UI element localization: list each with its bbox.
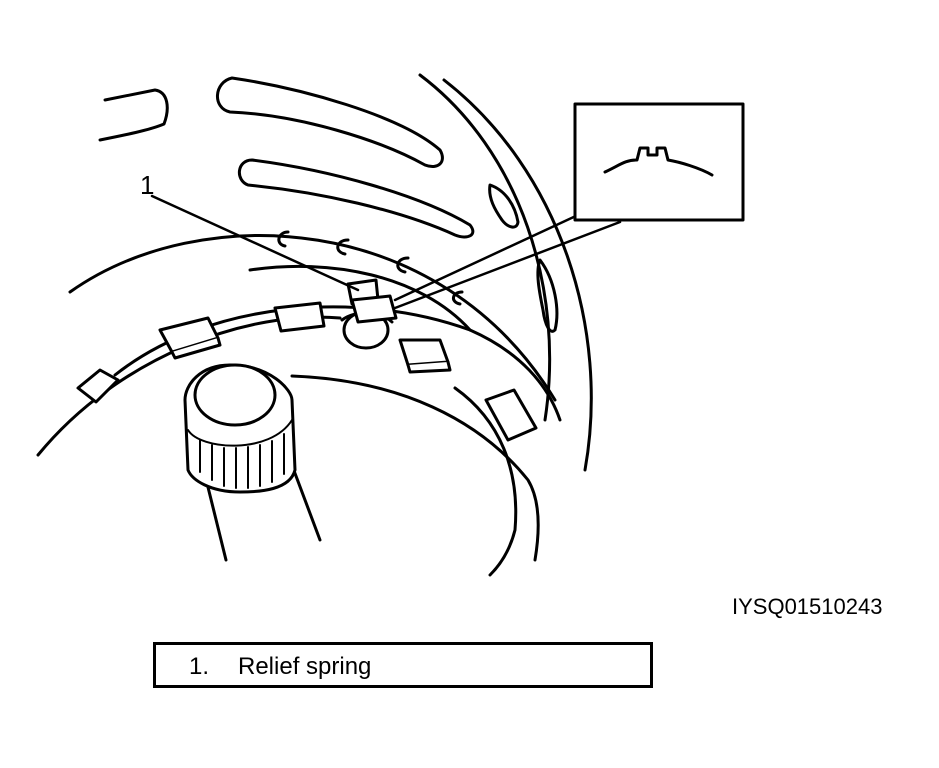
detail-inset — [573, 102, 745, 222]
drum-ring-bottom — [453, 386, 518, 577]
drain-hole-2 — [336, 238, 350, 256]
right-slot-middle — [536, 258, 559, 333]
upper-slot-top — [216, 76, 444, 168]
spring-block-6 — [76, 368, 120, 404]
legend-box: 1. Relief spring — [153, 642, 653, 688]
callout-leader-line — [150, 194, 360, 292]
detail-leader-line-upper — [393, 213, 580, 302]
housing-inner-arc — [418, 73, 552, 422]
callout-number: 1 — [140, 170, 155, 200]
relief-spring — [340, 294, 398, 350]
spring-block-4 — [398, 338, 452, 374]
upper-slot-left — [98, 88, 169, 142]
figure-code: IYSQ01510243 — [732, 594, 883, 619]
legend-item-label: Relief spring — [238, 653, 372, 680]
drain-hole-4 — [452, 290, 464, 306]
detail-leader-line-lower — [393, 220, 622, 310]
drum-ring-outer — [68, 234, 557, 402]
spring-block-1 — [158, 316, 222, 360]
legend-item-number: 1. — [189, 653, 210, 680]
right-slot-upper — [488, 183, 520, 229]
spring-block-5 — [484, 388, 538, 442]
drain-hole-1 — [277, 230, 290, 248]
upper-slot-middle — [238, 158, 475, 239]
drum-ring-groove — [248, 264, 472, 332]
spring-block-2 — [273, 301, 326, 333]
housing-outer-arc — [442, 78, 593, 472]
input-shaft — [183, 363, 322, 562]
